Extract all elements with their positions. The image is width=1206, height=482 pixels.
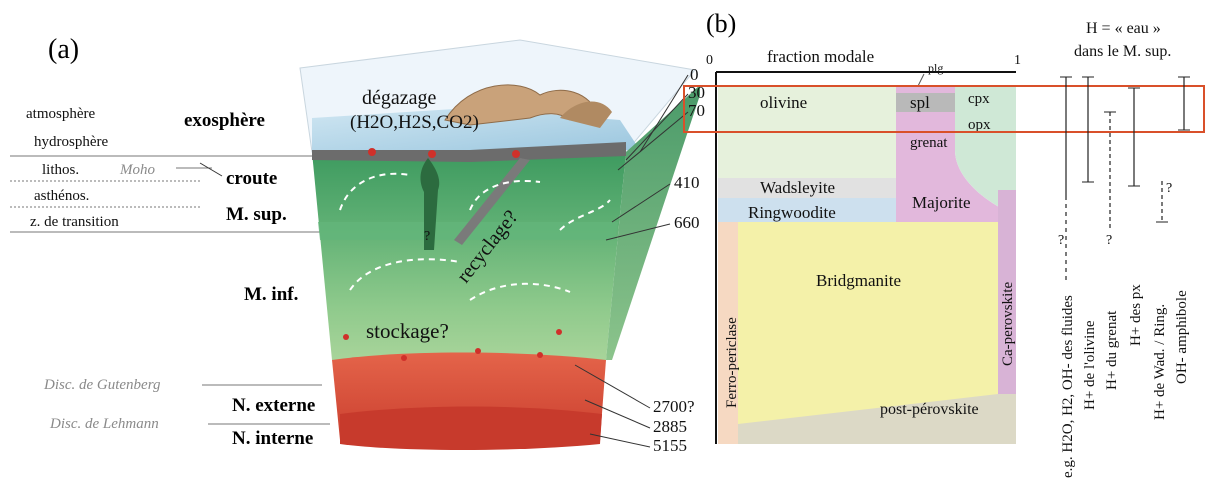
subducting-slab [454, 158, 530, 245]
mantle-side-face [606, 85, 700, 360]
panel-b-label: (b) [706, 9, 736, 38]
depth-410: 410 [674, 173, 700, 192]
envelope-next: N. externe [232, 395, 315, 416]
depth-labels: 0 30 70 410 660 2700? 2885 5155 [574, 65, 705, 455]
envelope-exosphere: exosphère [184, 110, 265, 131]
convection-arrow-5 [559, 199, 611, 231]
mineral-chart [718, 86, 1016, 444]
storage-dot [556, 329, 562, 335]
mineral-ringwoodite: Ringwoodite [748, 203, 836, 222]
croute-leader-line [199, 162, 223, 177]
mineral-postperovskite: post-pérovskite [880, 401, 979, 418]
upper-mantle-highlight [683, 85, 1205, 133]
depth-70: 70 [688, 101, 705, 120]
depth-2700: 2700? [653, 397, 695, 416]
wad-ring-question: ? [1166, 181, 1172, 196]
earth-wedge: dégazage (H2O,H2S,CO2) ? recyclage? stoc… [299, 39, 700, 450]
spinel-field [896, 93, 955, 112]
mineral-majorite: Majorite [912, 193, 971, 212]
axis-tick-1: 1 [1014, 53, 1021, 68]
mantle-front-face [312, 152, 626, 360]
mineral-ferropericlase: Ferro-periclase [724, 317, 740, 408]
post-perovskite-field [738, 394, 1016, 444]
envelope-nint: N. interne [232, 428, 313, 449]
grenat-question: ? [1106, 233, 1112, 248]
stockage-label: stockage? [366, 319, 449, 343]
layer-asthenos: asthénos. [34, 188, 89, 204]
leader-70 [617, 111, 689, 171]
ocean-surface [312, 108, 640, 150]
envelope-msup: M. sup. [226, 204, 287, 225]
inner-core [340, 406, 602, 450]
panel-a-label: (a) [48, 34, 79, 65]
degazage-gases-label: (H2O,H2S,CO2) [350, 112, 479, 133]
mineral-spl: spl [910, 93, 930, 112]
water-col-grenat: H+ du grenat [1104, 310, 1120, 390]
moho-label: Moho [119, 162, 155, 178]
axis-tick-0: 0 [706, 53, 713, 68]
convection-arrow-4 [469, 282, 571, 301]
volatile-dot [512, 150, 520, 158]
mineral-olivine: olivine [760, 93, 807, 112]
layer-hydrosphere: hydrosphère [34, 134, 108, 150]
leader-2700 [574, 364, 651, 409]
leader-0 [639, 74, 689, 153]
water-col-olivine: H+ de l'olivine [1082, 320, 1098, 410]
ringwoodite-field [718, 198, 896, 222]
leader-30 [625, 93, 689, 161]
mineral-opx: opx [968, 117, 991, 133]
water-col-amphibole: OH- amphibole [1174, 290, 1190, 384]
mineral-grenat: grenat [910, 135, 948, 151]
water-header-line2: dans le M. sup. [1074, 43, 1171, 60]
layer-lithos: lithos. [42, 162, 79, 178]
depth-0: 0 [690, 65, 699, 84]
depth-660: 660 [674, 213, 700, 232]
mountain-range [444, 84, 601, 126]
leader-410 [611, 183, 671, 223]
crust-layer [312, 142, 626, 162]
leader-2885 [584, 399, 651, 429]
volatile-dot [428, 150, 436, 158]
depth-2885: 2885 [653, 417, 687, 436]
degazage-label: dégazage [362, 87, 437, 109]
wadsleyite-field [718, 178, 896, 198]
plume-question-mark: ? [424, 229, 430, 244]
ca-perovskite-field [998, 190, 1016, 444]
water-col-px: H+ des px [1128, 284, 1144, 346]
mineral-bridgmanite: Bridgmanite [816, 271, 901, 290]
depth-30: 30 [688, 83, 705, 102]
storage-dot [475, 348, 481, 354]
lehmann-label: Disc. de Lehmann [49, 416, 159, 432]
mineral-caperovskite: Ca-perovskite [1000, 282, 1016, 366]
convection-arrow-3 [349, 258, 461, 291]
water-col-wad-ring: H+ de Wad. / Ring. [1152, 304, 1168, 420]
layer-atmosphere: atmosphère [26, 106, 95, 122]
layer-transition: z. de transition [30, 214, 119, 230]
leader-5155 [589, 433, 651, 448]
leader-660 [605, 223, 671, 241]
envelope-minf: M. inf. [244, 284, 298, 305]
mineral-cpx: cpx [968, 91, 990, 107]
mantle-plume [420, 158, 440, 250]
fluids-question: ? [1058, 233, 1064, 248]
envelope-croute: croute [226, 168, 277, 189]
volatile-dot [368, 148, 376, 156]
depth-5155: 5155 [653, 436, 687, 455]
ferropericlase-field [718, 222, 738, 444]
storage-dot [401, 355, 407, 361]
storage-dot [343, 334, 349, 340]
axis-title: fraction modale [767, 47, 874, 66]
convection-arrow-2 [469, 179, 541, 211]
storage-dot [537, 352, 543, 358]
gutenberg-label: Disc. de Gutenberg [43, 377, 161, 393]
mountain-ridge [560, 101, 612, 128]
mineral-wadsleyite: Wadsleyite [760, 178, 835, 197]
water-header-line1: H = « eau » [1086, 20, 1161, 37]
water-range-bars: ? ? ? [1058, 76, 1190, 282]
pyroxene-field [955, 86, 1016, 215]
water-col-fluids: e.g. H2O, H2, OH- des fluides [1060, 295, 1076, 478]
